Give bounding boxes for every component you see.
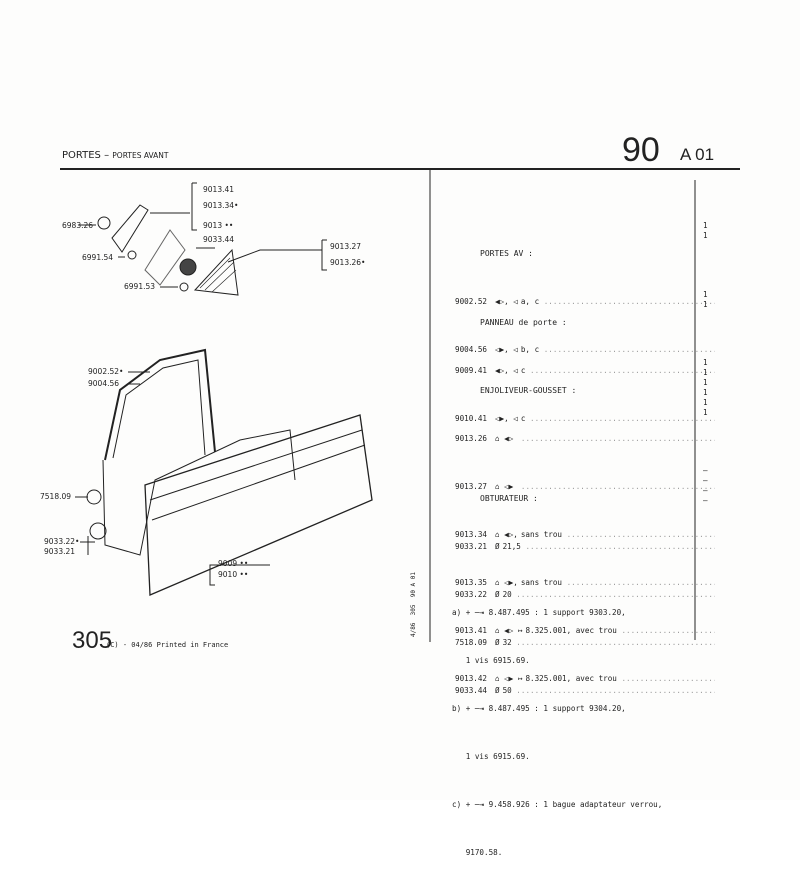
section-title: OBTURATEUR : [480, 494, 538, 503]
qty: 1 [703, 378, 708, 387]
gusset-left [111, 204, 149, 253]
label-9010: 9010 •• [218, 570, 249, 579]
catalog-page: PORTES – PORTES AVANT 90 A 01 [0, 0, 800, 800]
qty: 1 [703, 358, 708, 367]
section-title: PORTES AV : [480, 249, 533, 258]
notes: a) + ─⇥ 8.487.495 : 1 support 9303.20, 1… [452, 570, 692, 857]
door-shell [102, 429, 296, 556]
table-row: 9013.41⌂ ◀▷ ↦8.325.001, avec trou [455, 626, 715, 636]
screw-6991-54 [127, 250, 137, 260]
diagram [60, 168, 740, 642]
section-title: PANNEAU de porte : [480, 318, 567, 327]
gusset-right [193, 248, 239, 296]
label-9033-44: 9033.44 [203, 235, 235, 244]
table-row: 9009.41◀▷, ◁c [455, 366, 715, 376]
label-9013-41: 9013.41 [203, 185, 235, 194]
plug-9033-22 [89, 522, 107, 540]
label-9033-21: 9033.21 [44, 547, 76, 556]
table-row: 9004.56◁▶, ◁b, c [455, 345, 715, 355]
qty: 1 [703, 408, 708, 417]
section-portes-av: PORTES AV : 9002.52◀▷, ◁a, c 9004.56◁▶, … [455, 211, 715, 393]
section-title: ENJOLIVEUR-GOUSSET : [480, 386, 577, 395]
label-9009: 9009 •• [218, 559, 249, 568]
label-9033-22: 9033.22• [44, 537, 80, 546]
plug-9033-44 [179, 258, 197, 276]
qty: 1 [703, 221, 708, 230]
side-code: 4/86 305 90 A 01 [410, 572, 417, 638]
label-9002-52: 9002.52• [88, 367, 124, 376]
table-row: 9002.52◀▷, ◁a, c [455, 297, 715, 307]
label-6991-53: 6991.53 [124, 282, 156, 291]
qty: 1 [703, 231, 708, 240]
qty: 1 [703, 300, 708, 309]
qty: 1 [703, 388, 708, 397]
qty: 1 [703, 398, 708, 407]
page-number: A 01 [680, 145, 715, 164]
table-row: 9013.26⌂ ◀▷ [455, 434, 715, 444]
note-line: b) + ─⇥ 8.487.495 : 1 support 9304.20, [452, 704, 626, 713]
qty: 1 [703, 368, 708, 377]
note-line: c) + ─⇥ 9.458.926 : 1 bague adaptateur v… [452, 800, 663, 809]
table-row: 9010.41◁▶, ◁c [455, 414, 715, 424]
note-line: 1 vis 6915.69. [452, 656, 530, 665]
door-panel [144, 414, 373, 596]
label-9013-27: 9013.27 [330, 242, 362, 251]
label-9013-26: 9013.26• [330, 258, 366, 267]
table-row: 9013.27⌂ ◁▶ [455, 482, 715, 492]
label-9013: 9013 •• [203, 221, 234, 230]
label-9004-56: 9004.56 [88, 379, 120, 388]
print-info: (C) - 04/86 Printed in France [106, 641, 229, 649]
group-number: 90 [622, 131, 660, 169]
label-9013-34: 9013.34• [203, 201, 239, 210]
screw-6991-53 [179, 282, 189, 292]
plug-7518 [86, 489, 102, 505]
qty: 1 [703, 290, 708, 299]
label-7518-09: 7518.09 [40, 492, 72, 501]
note-line: 1 vis 6915.69. [452, 752, 530, 761]
qty: – [703, 486, 708, 495]
note-line: 9170.58. [452, 848, 503, 857]
qty: – [703, 466, 708, 475]
model-number: 305 [72, 627, 113, 654]
qty: – [703, 496, 708, 505]
section-panneau: PANNEAU de porte : 9009.41◀▷, ◁c 9010.41… [455, 280, 715, 462]
bracket [144, 229, 186, 286]
plug-6983 [97, 216, 111, 230]
page-heading: PORTES – PORTES AVANT [62, 150, 169, 161]
label-6983-26: 6983.26 [62, 221, 94, 230]
note-line: a) + ─⇥ 8.487.495 : 1 support 9303.20, [452, 608, 626, 617]
table-row: 9013.34⌂ ◀▷,sans trou [455, 530, 715, 540]
table-row: 9013.35⌂ ◁▶,sans trou [455, 578, 715, 588]
qty: – [703, 476, 708, 485]
door-frame [104, 348, 216, 461]
table-row: 9013.42⌂ ◁▶ ↦8.325.001, avec trou [455, 674, 715, 684]
section-enjoliveur: ENJOLIVEUR-GOUSSET : 9013.26⌂ ◀▷ 9013.27… [455, 348, 715, 722]
label-6991-54: 6991.54 [82, 253, 114, 262]
